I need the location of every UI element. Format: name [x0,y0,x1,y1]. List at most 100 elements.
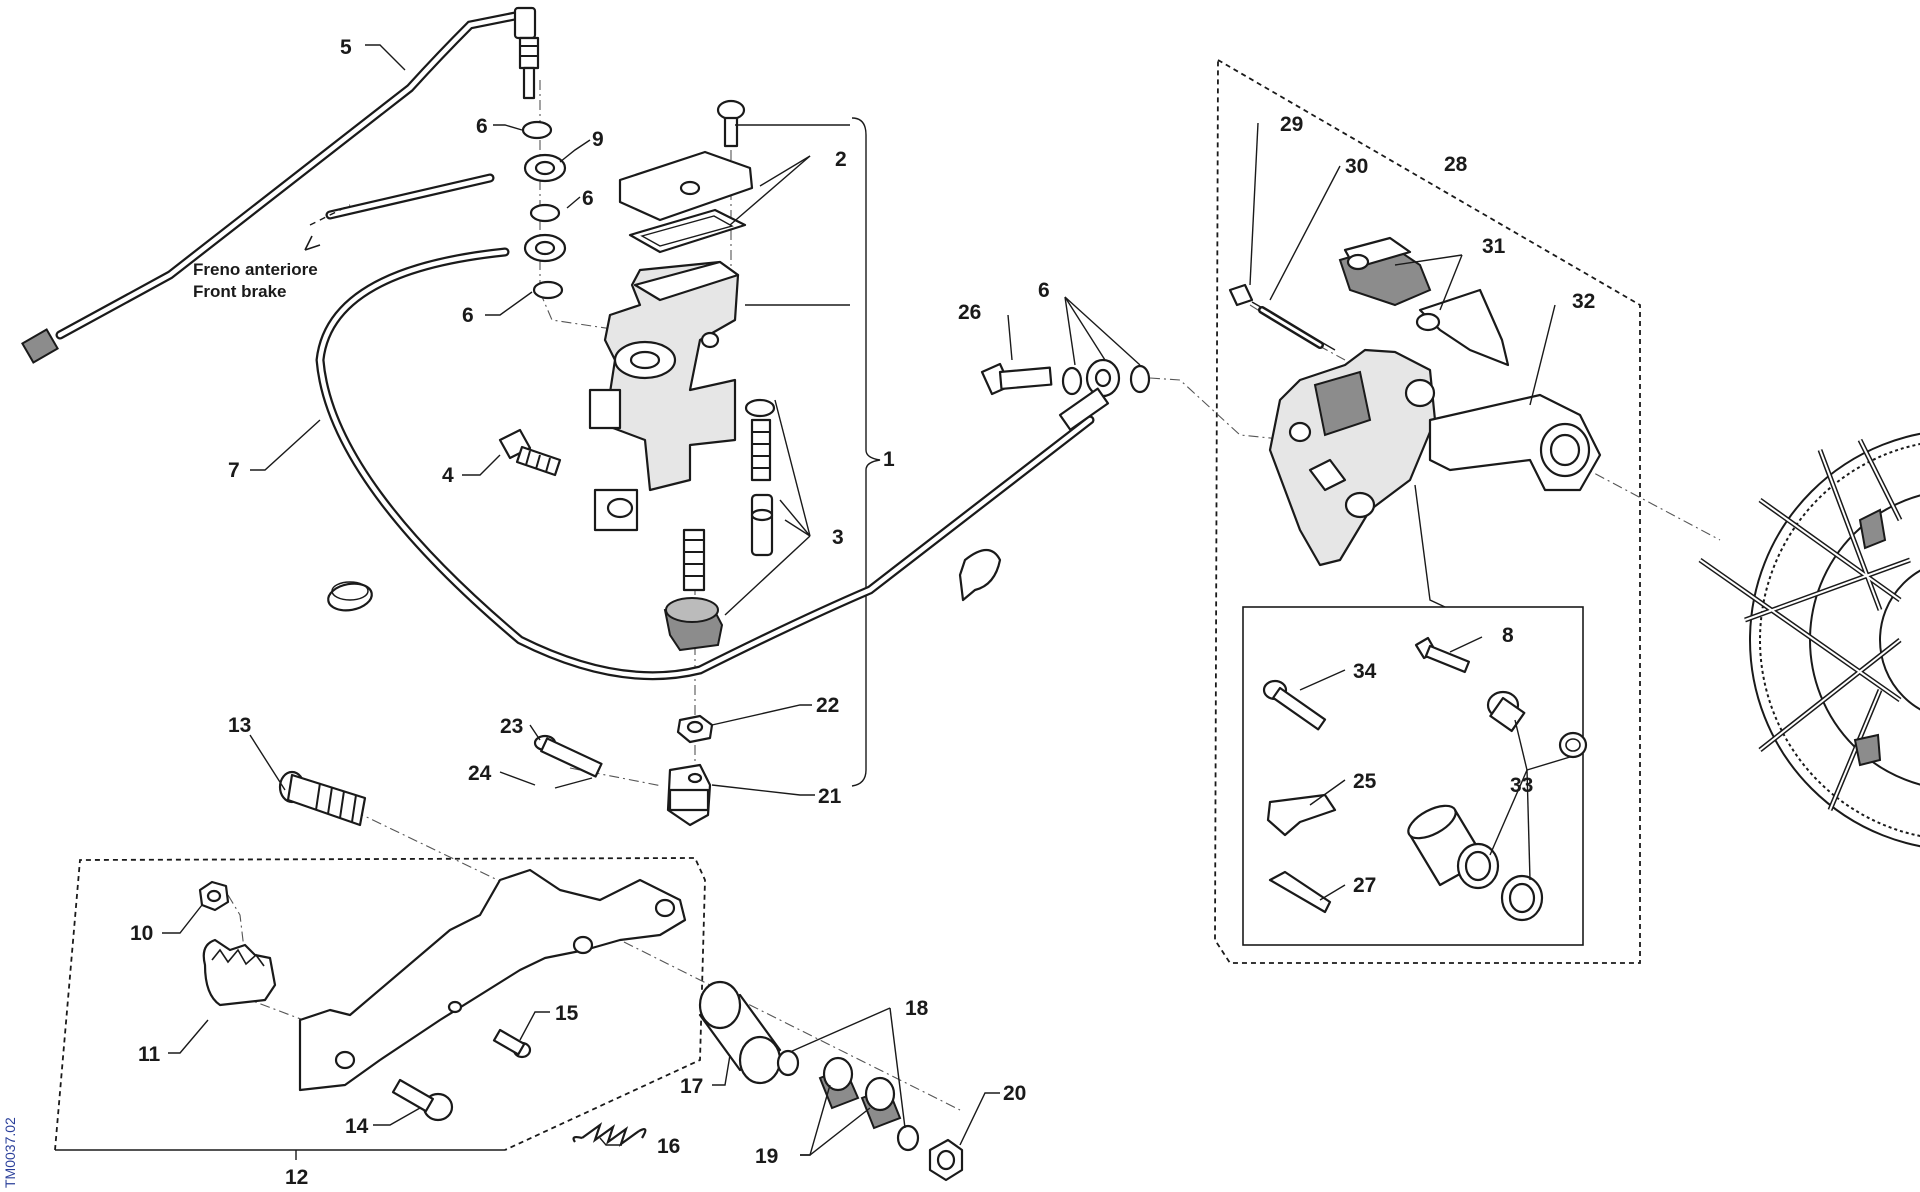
callout-28: 28 [1444,153,1468,176]
peg-nut [198,880,230,912]
front-brake-hose [304,173,495,251]
kit-retainer [1268,870,1332,914]
clevis-fork [666,763,712,827]
callout-10: 10 [130,922,153,945]
callout-12: 12 [285,1166,308,1189]
pushrod [682,528,706,592]
front-brake-switch-cable [21,10,525,364]
callout-5: 5 [340,36,352,59]
brake-pedal [298,868,687,1092]
brake-caliper [1268,348,1437,567]
stop-bolt [391,1078,454,1122]
caliper-washer-1 [1061,366,1083,396]
pivot-bolt [278,770,367,827]
bushing-oring-2 [896,1124,920,1152]
washer-lower [532,280,564,300]
bushing-oring-1 [776,1049,800,1077]
callout-13: 13 [228,714,251,737]
clevis-pin [533,734,603,778]
caliper-washer-2 [1129,364,1151,394]
callout-6-middle: 6 [582,187,594,210]
callout-21: 21 [818,785,842,808]
adjuster-screw [492,1028,532,1059]
callout-32: 32 [1572,290,1595,313]
callout-27: 27 [1353,874,1376,897]
needle-bearings [818,1056,902,1130]
master-cylinder-bracket [851,117,881,787]
pad-spring [1415,288,1510,367]
callout-25: 25 [1353,770,1377,793]
washer-upper [521,120,553,140]
reservoir-gasket [628,208,747,254]
lock-nut [676,714,714,744]
caliper-support [1428,393,1602,492]
kit-pin-bolt [1414,636,1471,674]
kit-piston [1407,804,1544,922]
foot-peg-tip [202,938,277,1007]
kit-seal-bolt [1486,690,1588,759]
hose-fitting [1058,387,1110,431]
pedal-group-box [54,857,706,1151]
piston-spring-kit [744,398,776,557]
caliper-kit-box [1242,606,1584,946]
pedal-bushing [698,980,782,1085]
drawing-code: TM0037.02 [2,1117,18,1188]
callout-7: 7 [228,459,240,482]
hose-clip-left [327,581,373,612]
cotter-pin [554,777,593,789]
callout-24: 24 [468,762,492,785]
brake-pads [1338,236,1432,307]
callout-33: 33 [1510,774,1533,797]
callout-15: 15 [555,1002,579,1025]
callout-14: 14 [345,1115,369,1138]
callout-6-lower: 6 [462,304,474,327]
callout-6-caliper: 6 [1038,279,1050,302]
callout-4: 4 [442,464,454,487]
callout-2: 2 [835,148,847,171]
callout-20: 20 [1003,1082,1026,1105]
pedal-nut [928,1138,964,1182]
callout-18: 18 [905,997,929,1020]
callout-11: 11 [138,1043,161,1066]
front-brake-note-en: Front brake [193,282,287,301]
kit-pad-spring [1266,793,1337,837]
callout-31: 31 [1482,235,1506,258]
caliper-group-box [1214,58,1641,964]
reservoir-screw [716,99,746,148]
centerline-caliper [1149,377,1291,441]
callout-29: 29 [1280,113,1303,136]
caliper-banjo [1085,358,1121,398]
callout-leaders [162,44,1571,1156]
kit-guide-pin [1262,679,1327,731]
return-spring [572,1122,647,1147]
centerline-pedal-axle [299,784,961,1111]
callout-9: 9 [592,128,604,151]
callout-26: 26 [958,301,981,324]
rear-wheel-sprocket [1698,432,1920,848]
callout-22: 22 [816,694,839,717]
banjo-fitting [523,153,567,183]
callout-23: 23 [500,715,523,738]
pad-pin [1258,306,1324,349]
callout-16: 16 [657,1135,680,1158]
rear-brake-hose [315,247,1095,681]
hose-banjo-bolt [980,362,1053,396]
callout-17: 17 [680,1075,703,1098]
callout-6-upper: 6 [476,115,488,138]
banjo-bolt-upper [513,6,540,100]
master-cylinder-body [588,260,740,532]
mounting-bolt [498,428,562,477]
callout-1: 1 [883,448,895,471]
hose-clip-right [958,548,1002,602]
reservoir-cap [618,150,754,222]
callout-34: 34 [1353,660,1377,683]
dust-boot [663,597,724,652]
front-brake-note-it: Freno anteriore [193,260,318,279]
callout-8: 8 [1502,624,1514,647]
callout-19: 19 [755,1145,778,1168]
washer-middle [529,203,561,223]
callout-3: 3 [832,526,844,549]
callout-30: 30 [1345,155,1368,178]
banjo-fitting-lower [523,233,567,263]
